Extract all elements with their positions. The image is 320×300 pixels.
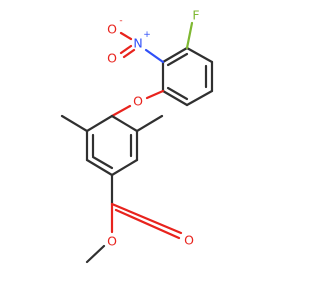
atom-label-nitro-oxygen: O <box>107 22 117 37</box>
bond-c-n <box>144 48 165 64</box>
atom-label-ether-oxygen: O <box>133 94 143 109</box>
bond-n-o-single <box>119 31 133 41</box>
molecule-diagram: F N + O - O O O O <box>60 8 214 264</box>
bond-ring1-inner-1 <box>166 52 189 67</box>
bond-layer <box>60 21 214 264</box>
atom-label-nitro-oxygen-double: O <box>107 51 117 66</box>
bond-c-f <box>185 21 194 50</box>
bond-methyl-right <box>135 114 164 133</box>
bond-ring1-c5-c6 <box>161 89 189 107</box>
bond-ring2-c1-c2 <box>110 114 139 133</box>
atom-label-fluorine: F <box>192 8 199 23</box>
bond-ring1-c4-c5 <box>185 89 214 107</box>
bond-methyl-left <box>60 114 89 133</box>
atom-label-layer: F N + O - O O O O <box>107 8 200 249</box>
bond-n-o-double-a <box>119 44 133 55</box>
bond-co-double-b <box>114 208 181 240</box>
bond-co-double-a <box>110 202 183 235</box>
structure-canvas: F N + O - O O O O <box>60 7 214 264</box>
bond-n-o-double-b <box>122 48 136 59</box>
bond-ring2-c4-c5 <box>85 158 114 177</box>
atom-charge-nitro-nitrogen: + <box>143 30 151 40</box>
atom-label-carbonyl-oxygen: O <box>184 233 194 248</box>
bond-ring1-c1-c2 <box>161 46 189 64</box>
bond-ring2-inner-3 <box>91 155 114 170</box>
atom-label-nitro-nitrogen: N <box>133 36 142 51</box>
bond-o-methyl <box>85 244 106 264</box>
bond-o-c-ether-2 <box>110 104 132 118</box>
bond-ring2-c3-c4 <box>110 158 139 177</box>
bond-ring2-c6-c1 <box>85 114 114 133</box>
bond-ring1-c2-c3 <box>185 46 214 64</box>
bond-ring1-inner-3 <box>166 86 189 101</box>
atom-charge-nitro-oxygen: - <box>119 16 122 26</box>
atom-label-ester-oxygen: O <box>107 234 117 249</box>
bond-c-o-ether-1 <box>145 89 165 100</box>
